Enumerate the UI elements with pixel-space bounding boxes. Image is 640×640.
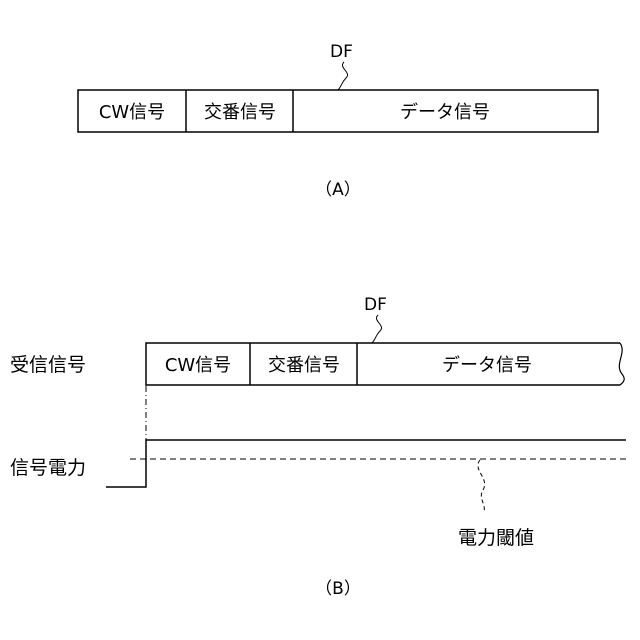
diagram-a-frame-label: DF (330, 42, 353, 62)
diagram-b-frame-break (619, 343, 624, 385)
diagram-a-field-alternating: 交番信号 (204, 102, 276, 123)
signal-power-label: 信号電力 (10, 457, 86, 479)
diagram-b-frame-leader (372, 315, 382, 343)
diagram-a-field-data: データ信号 (400, 102, 490, 123)
diagram-b-field-cw: CW信号 (165, 355, 231, 376)
diagram-b-caption: （B） (315, 579, 361, 599)
received-signal-label: 受信信号 (10, 354, 86, 376)
diagram-a: DF CW信号 交番信号 データ信号 （A） (78, 42, 598, 200)
diagram-b-field-alternating: 交番信号 (268, 355, 340, 376)
diagram-a-caption: （A） (315, 180, 361, 200)
diagram-b-frame-label: DF (364, 295, 387, 315)
signal-power-waveform (106, 440, 626, 487)
diagram-a-field-cw: CW信号 (99, 102, 165, 123)
diagram-b: DF 受信信号 CW信号 交番信号 データ信号 信号電力 電力閾値 （B） (10, 295, 626, 599)
power-threshold-leader (478, 460, 485, 512)
power-threshold-label: 電力閾値 (458, 527, 534, 549)
diagram-a-frame-leader (338, 62, 348, 90)
diagram-b-field-data: データ信号 (442, 355, 532, 376)
